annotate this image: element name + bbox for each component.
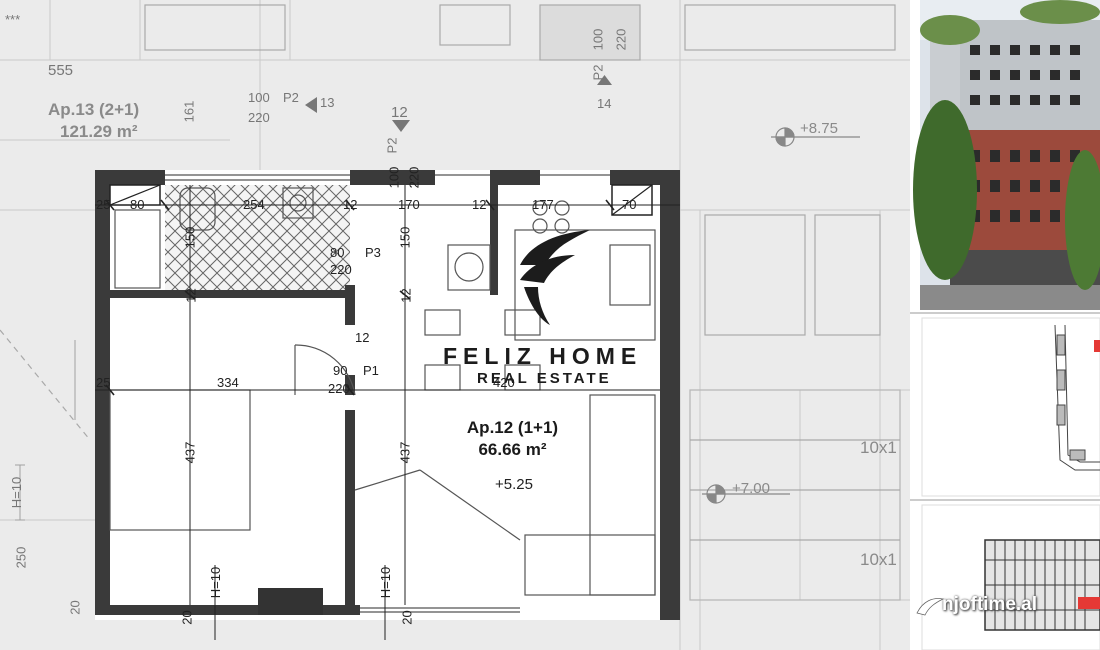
- watermark-text: njoftime.al: [942, 594, 1038, 615]
- bathroom-tiles: [165, 185, 350, 290]
- dim-220-b: 220: [613, 28, 629, 51]
- site-plan-thumbnail: [921, 317, 1100, 497]
- window-lines: [165, 174, 610, 613]
- dim-100-c: 100: [386, 166, 402, 189]
- dim-12-e: 12: [355, 330, 370, 345]
- wall-gaps: [165, 170, 610, 185]
- door-p2-a: P2: [283, 90, 299, 105]
- building-render-image: [913, 0, 1100, 310]
- level-marker-faint: [702, 127, 860, 504]
- brand-name: FELIZ HOME: [443, 343, 643, 369]
- dim-100-a: 100: [248, 90, 270, 105]
- level-7: +7.00: [732, 480, 770, 497]
- unit-area: 66.66 m²: [478, 440, 547, 459]
- dim-h10-b: H=10: [378, 566, 394, 599]
- dim-20-b: 20: [399, 610, 415, 625]
- dim-12-a: 12: [343, 197, 358, 212]
- dim-250: 250: [13, 546, 29, 569]
- dim-70: 70: [622, 197, 637, 212]
- stair-label-1: 10x1: [860, 438, 897, 457]
- dim-220-a: 220: [248, 110, 270, 125]
- background-detail: [0, 4, 901, 601]
- neighbor-unit-name: Ap.13 (2+1): [48, 100, 140, 119]
- floor-plan-thumbnail: [921, 504, 1100, 650]
- dim-80: 80: [130, 197, 145, 212]
- dim-220-d: 220: [330, 262, 352, 277]
- dimension-ticks: [105, 199, 615, 396]
- marker-13: 13: [320, 95, 335, 110]
- dim-150-b: 150: [397, 226, 413, 249]
- feliz-home-logo-icon: [520, 230, 590, 325]
- fixtures: [109, 187, 656, 596]
- dim-20-left: 20: [67, 600, 83, 615]
- dim-h10-left: H=10: [9, 476, 25, 509]
- dim-90: 90: [333, 363, 348, 378]
- dim-h10-a: H=10: [208, 566, 224, 599]
- dim-25-mid: 25: [96, 375, 111, 390]
- dim-80-b: 80: [330, 245, 345, 260]
- dim-20-a: 20: [179, 610, 195, 625]
- stars-mark: ***: [5, 12, 21, 27]
- walls: [95, 170, 680, 620]
- dim-420: 420: [493, 375, 515, 390]
- side-panel: njoftime.al: [910, 0, 1100, 650]
- dim-177: 177: [532, 197, 554, 212]
- stair-label-2: 10x1: [860, 550, 897, 569]
- door-p2-b: P2: [384, 137, 400, 154]
- dim-437-a: 437: [182, 441, 198, 464]
- dim-12-d: 12: [398, 288, 414, 303]
- dim-555: 555: [48, 62, 74, 79]
- dim-220-e: 220: [328, 381, 350, 396]
- door-p2-c: P2: [590, 64, 606, 81]
- watermark-logo-icon: [916, 598, 945, 616]
- door-p1: P1: [363, 363, 379, 378]
- marker-14: 14: [597, 96, 612, 111]
- marker-12: 12: [391, 104, 408, 121]
- dim-170: 170: [398, 197, 420, 212]
- brand-subtitle: REAL ESTATE: [477, 370, 612, 387]
- dim-100-b: 100: [590, 28, 606, 51]
- dim-334: 334: [217, 375, 239, 390]
- dimension-lines: [95, 185, 680, 640]
- unit-name: Ap.12 (1+1): [466, 418, 559, 437]
- dim-12-b: 12: [472, 197, 487, 212]
- dim-150-a: 150: [182, 226, 198, 249]
- door-p3: P3: [365, 245, 381, 260]
- unit-level: +5.25: [495, 476, 533, 493]
- dim-437-b: 437: [397, 441, 413, 464]
- door-marker-p2-triangle: [305, 97, 317, 113]
- dim-25-top: 25: [96, 197, 111, 212]
- marker-12-triangle: [392, 120, 410, 132]
- marker-14-triangle: [597, 75, 612, 85]
- dim-220-c: 220: [406, 166, 422, 189]
- floor-plan: *** 555 Ap.13 (2+1) 121.29 m² 161 100 22…: [0, 0, 910, 650]
- dim-12-c: 12: [183, 288, 199, 303]
- neighbor-level: +8.75: [800, 120, 838, 137]
- dim-161: 161: [181, 100, 197, 123]
- floor-plan-drawing: [0, 0, 910, 650]
- dim-254: 254: [243, 197, 265, 212]
- neighbor-unit-area: 121.29 m²: [60, 122, 138, 141]
- side-panel-graphics: [910, 0, 1100, 650]
